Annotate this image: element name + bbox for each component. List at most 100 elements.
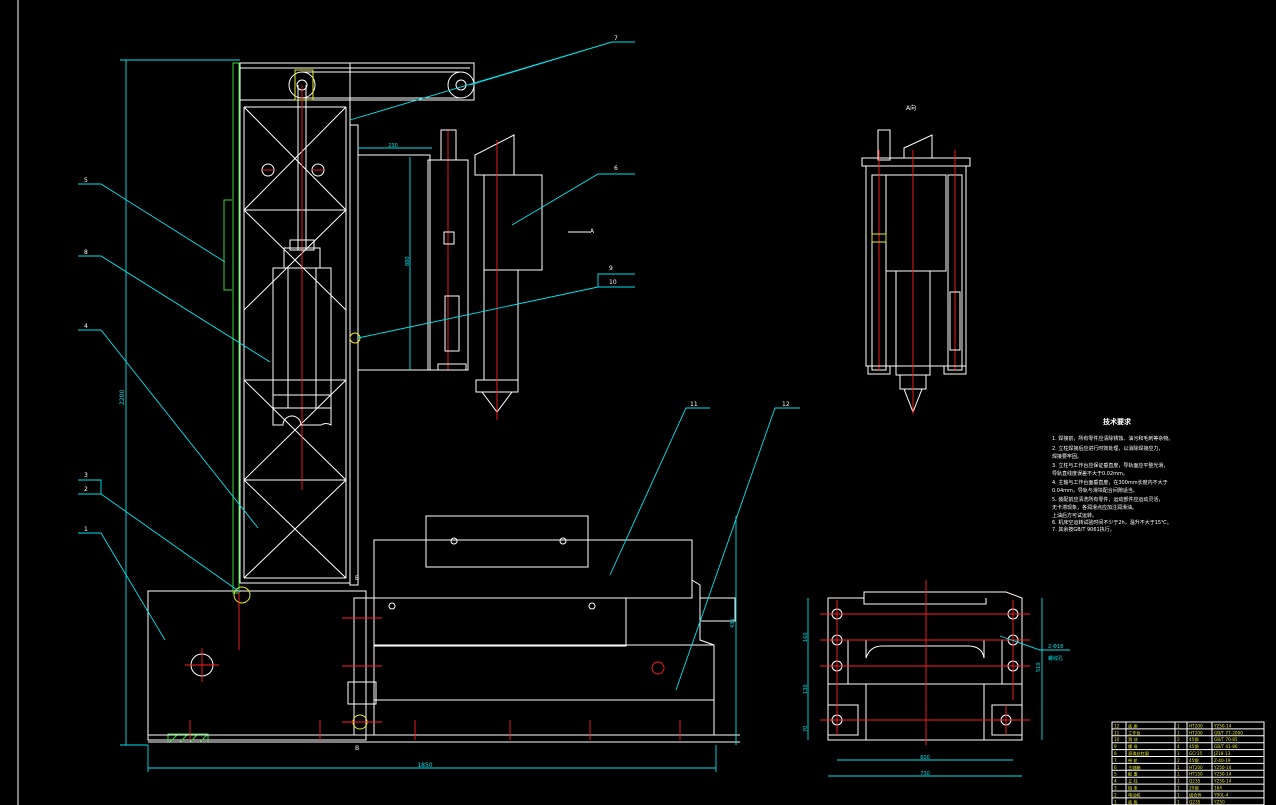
- parts-table-cell: HT200: [1189, 765, 1203, 770]
- view-a-title: A向: [906, 104, 916, 112]
- tech-note-line: 7. 其余按GB/T 9061执行。: [1052, 526, 1115, 533]
- callout-5: 5: [84, 177, 88, 184]
- parts-table-cell: 16A: [1214, 786, 1222, 791]
- parts-table-cell: 链 条: [1128, 785, 1139, 792]
- parts-table-cell: GCr15: [1189, 751, 1203, 756]
- parts-table-cell: Y250-14: [1213, 765, 1232, 770]
- section-b-mark-bottom: B: [355, 745, 359, 752]
- column-weld: [232, 62, 240, 594]
- parts-table-cell: HT150: [1189, 772, 1203, 777]
- tech-note-line: 2. 立柱焊接后应进行时效处理，以消除焊接应力，: [1052, 445, 1163, 452]
- parts-table-cell: 1: [1177, 792, 1180, 797]
- parts-table-cell: 3: [1114, 786, 1117, 791]
- parts-table-cell: 5: [1114, 772, 1117, 777]
- callout-6: 6: [614, 165, 618, 172]
- parts-table-cell: Q235: [1189, 799, 1201, 804]
- parts-table-cell: 12: [1114, 723, 1120, 728]
- vise: [425, 515, 589, 568]
- parts-table-cell: 滑 块: [1128, 736, 1139, 743]
- parts-table-cell: 1: [1177, 730, 1180, 735]
- parts-table-cell: 7: [1114, 758, 1117, 763]
- tech-note-line: 导轨直线度误差不大于0.02mm。: [1052, 470, 1128, 477]
- dim-width-overall: 1850: [417, 762, 432, 769]
- dim-bb-sub2: 130: [803, 684, 809, 694]
- parts-table-cell: 立 柱: [1128, 778, 1139, 785]
- parts-table-cell: Y250-14: [1213, 772, 1232, 777]
- parts-table-cell: GB/T 41-86: [1214, 744, 1238, 749]
- parts-table-cell: YZ50: [1213, 799, 1225, 804]
- parts-table-cell: 6: [1114, 765, 1117, 770]
- callout-10: 10: [609, 279, 617, 286]
- callout-4: 4: [84, 323, 88, 330]
- tech-notes: 技术要求 1. 焊接前，所有零件应清除锈蚀、油污和毛刺等杂物。 2. 立柱焊接后…: [1052, 417, 1173, 533]
- callout-1: 1: [84, 526, 88, 533]
- parts-table-cell: Y250-14: [1213, 779, 1232, 784]
- tech-notes-title: 技术要求: [1103, 417, 1132, 426]
- parts-table-cell: HT200: [1189, 723, 1203, 728]
- dim-bb-inner: 600: [920, 755, 930, 761]
- parts-table-cell: HT200: [1189, 730, 1203, 735]
- parts-table-cell: 1: [1177, 786, 1180, 791]
- tech-note-line: 3. 立柱与工作台应保证垂直度，导轨面应平整光滑，: [1052, 462, 1168, 469]
- callout-2: 2: [84, 486, 88, 493]
- parts-table-cell: 底 座: [1128, 722, 1138, 729]
- dim-table-height: 435: [730, 618, 736, 628]
- callout-9: 9: [609, 265, 613, 272]
- parts-table-cell: 2: [1114, 792, 1117, 797]
- dim-bb-sub3: 70: [803, 726, 809, 732]
- table-hole: [651, 661, 665, 675]
- tech-note-line: 上油后方可试运转。: [1052, 512, 1097, 519]
- parts-table-cell: 滚珠丝杠副: [1128, 750, 1149, 757]
- dim-head-height: 880: [405, 256, 411, 266]
- head-slide: [357, 154, 431, 371]
- dim-head-offset: 230: [388, 143, 398, 149]
- parts-table-cell: 11: [1114, 730, 1120, 735]
- view-a-arrow: A: [590, 228, 595, 235]
- callout-7: 7: [614, 35, 618, 42]
- section-b-mark-top: B: [355, 575, 359, 582]
- callout-12: 12: [782, 401, 790, 408]
- tech-note-line: 4. 主轴与工作台面垂直度，在300mm长度内不大于: [1052, 479, 1168, 486]
- parts-table-cell: 1: [1177, 751, 1180, 756]
- parts-table-cell: 主轴箱: [1128, 764, 1141, 771]
- tech-note-line: 5. 装配前应清洗所有零件，运动部件应运动灵活，: [1052, 496, 1163, 503]
- parts-table-cell: 4: [1177, 744, 1180, 749]
- dim-bb-height: 510: [1036, 662, 1042, 672]
- parts-table-cell: GB/T 70-85: [1214, 737, 1238, 742]
- callout-3: 3: [84, 472, 88, 479]
- dim-height-overall: 2200: [119, 390, 126, 405]
- callout-11: 11: [690, 401, 698, 408]
- parts-table-cell: 配 重: [1128, 771, 1138, 778]
- parts-table-cell: 2: [1177, 737, 1180, 742]
- parts-table-cell: 组合件: [1189, 791, 1202, 798]
- view-a: A向: [861, 104, 971, 414]
- parts-table-cell: 9: [1114, 744, 1117, 749]
- parts-table-cell: JZ18-13: [1213, 751, 1231, 756]
- tech-note-line: 无卡滞现象，各润滑点应加注润滑油。: [1052, 504, 1137, 511]
- parts-table-cell: 工作台: [1128, 729, 1141, 736]
- parts-table-cell: 10: [1114, 737, 1120, 742]
- parts-table-cell: 1: [1177, 772, 1180, 777]
- section-bb: 160 130 70 510 600 730 2-Φ18 螺纹孔: [803, 580, 1070, 777]
- dim-bb-sub1: 160: [803, 632, 809, 642]
- parts-table-cell: GB/T 77-2000: [1214, 730, 1243, 735]
- parts-table-cell: Y90L-4: [1213, 792, 1229, 797]
- front-view: 2200 1850 230 880 435 B B A 7: [78, 35, 800, 772]
- parts-table-cell: 8: [1114, 751, 1117, 756]
- parts-table-cell: 电动机: [1128, 791, 1141, 798]
- parts-table-cell: Z-40-19: [1214, 758, 1231, 763]
- parts-table-cell: 1: [1177, 765, 1180, 770]
- parts-table-cell: 4: [1114, 779, 1117, 784]
- parts-table-cell: 1: [1177, 779, 1180, 784]
- tech-note-line: 焊接要牢固。: [1052, 453, 1082, 460]
- parts-table-cell: 45钢: [1189, 743, 1199, 750]
- parts-table-cell: 45钢: [1189, 757, 1199, 764]
- holes-label-size: 2-Φ18: [1048, 644, 1063, 650]
- parts-table-cell: 20钢: [1189, 785, 1199, 792]
- parts-table-cell: Y250-14: [1213, 723, 1232, 728]
- base-plate: [147, 590, 367, 741]
- tech-note-line: 0.04mm，导轨与滑块配合间隙适当。: [1052, 487, 1138, 494]
